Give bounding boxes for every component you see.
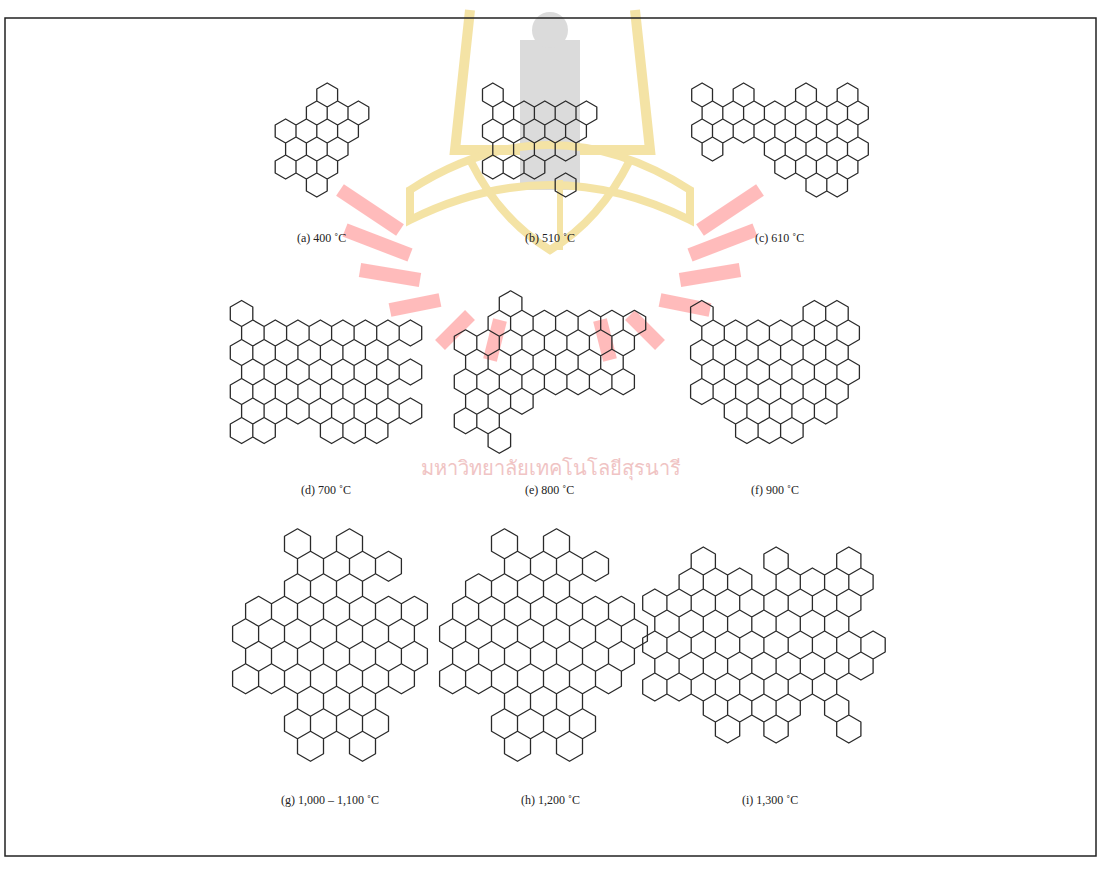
hexagon-cluster [643, 547, 886, 743]
caption: (e) 800 ˚C [525, 483, 574, 497]
caption: (b) 510 ˚C [525, 231, 575, 245]
hexagon-cluster [692, 83, 869, 197]
caption: (d) 700 ˚C [301, 483, 351, 497]
watermark: มหาวิทยาลัยเทคโนโลยีสุรนารี [421, 456, 681, 480]
caption: (g) 1,000 – 1,100 ˚C [281, 793, 379, 807]
frame [5, 18, 1096, 856]
hexagon-cluster [230, 301, 421, 444]
hexagon-cluster [454, 291, 645, 454]
caption: (f) 900 ˚C [751, 483, 799, 497]
caption: (i) 1,300 ˚C [742, 793, 798, 807]
hexagon-cluster [691, 301, 860, 444]
logo-watermark [340, 10, 760, 360]
caption: (h) 1,200 ˚C [521, 793, 580, 807]
hexagon-cluster [233, 529, 428, 762]
caption: (a) 400 ˚C [297, 231, 346, 245]
hexagon-cluster [275, 83, 369, 197]
hexagon-cluster [483, 83, 597, 197]
hexagon-cluster [440, 529, 648, 762]
caption: (c) 610 ˚C [755, 231, 804, 245]
